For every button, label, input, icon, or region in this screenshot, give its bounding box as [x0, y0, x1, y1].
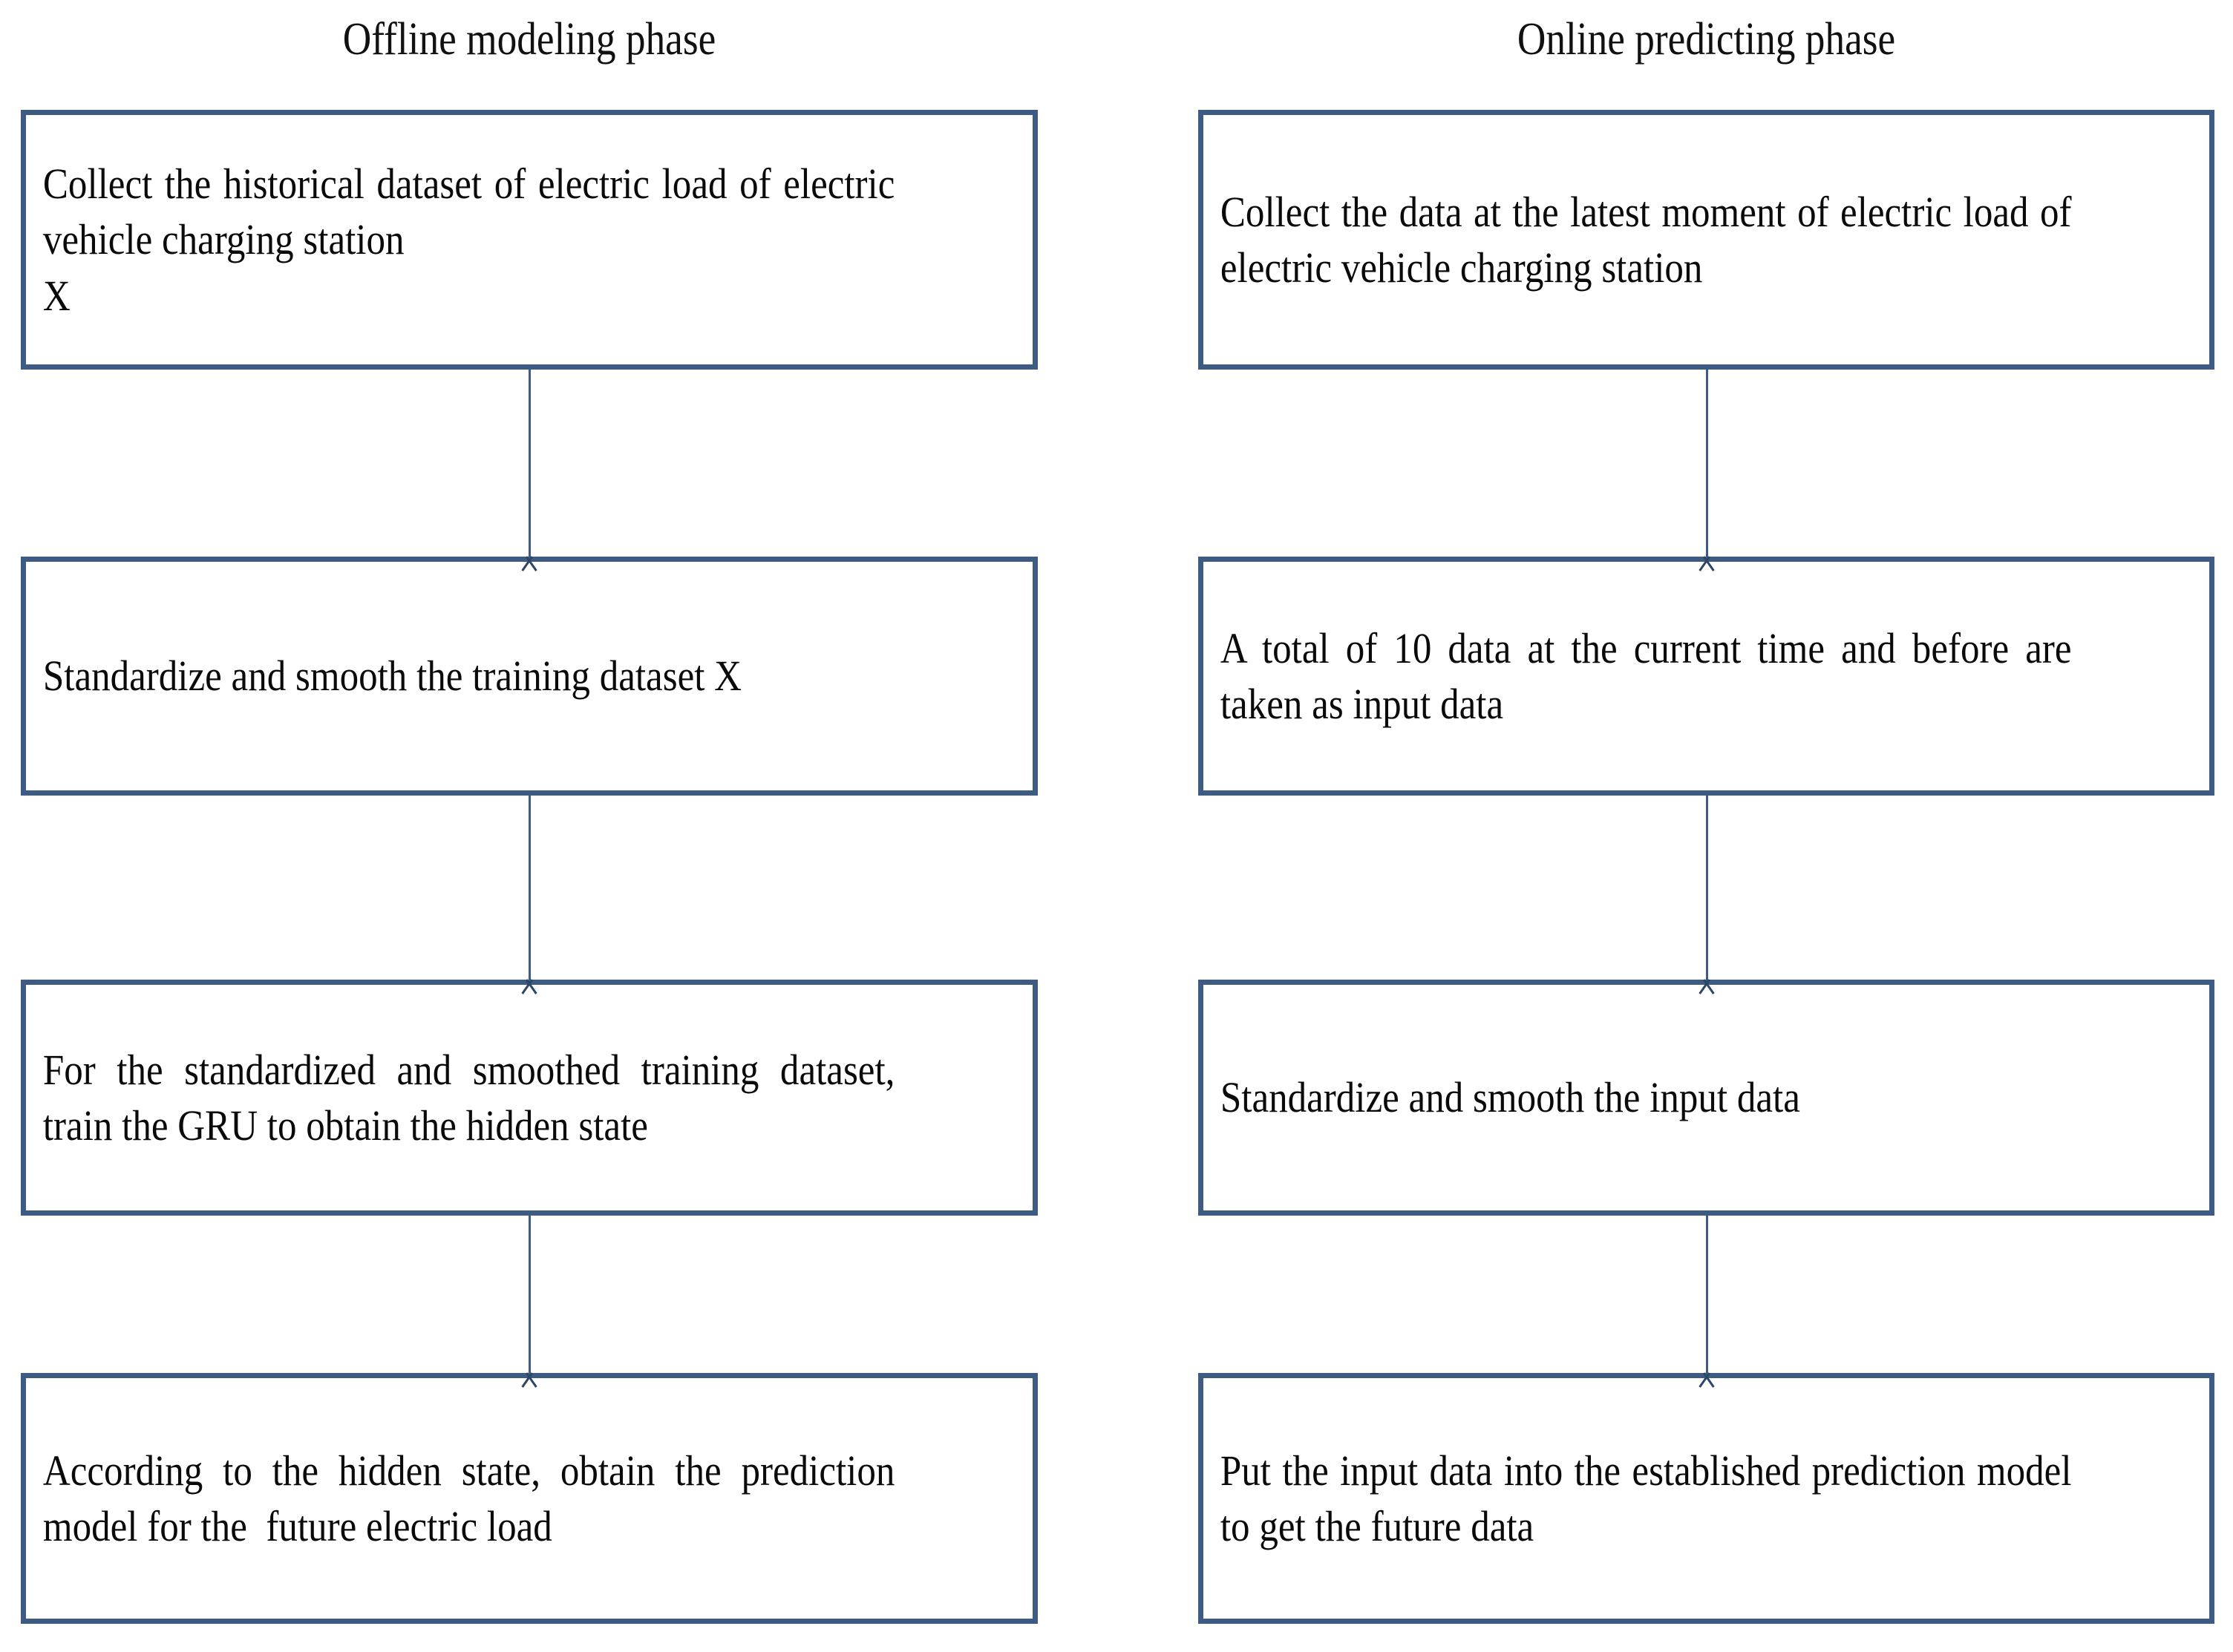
arrowhead-down-icon: [1693, 532, 1720, 557]
arrowhead-down-icon: [516, 955, 543, 980]
flow-box-offline-step-2[interactable]: Standardize and smooth the training data…: [21, 557, 1038, 796]
flow-box-text: Put the input data into the established …: [1220, 1446, 2082, 1550]
flow-box-text: A total of 10 data at the current time a…: [1220, 623, 2082, 728]
flow-box-text: Standardize and smooth the input data: [1220, 1073, 1800, 1122]
arrow-online-step-3-to-4: [1684, 1216, 1729, 1373]
column-title-offline: Offline modeling phase: [342, 14, 716, 65]
arrow-offline-step-3-to-4: [507, 1216, 552, 1373]
arrowhead-down-icon: [1693, 1348, 1720, 1374]
flow-box-offline-step-4[interactable]: According to the hidden state, obtain th…: [21, 1373, 1038, 1624]
flow-box-online-step-2[interactable]: A total of 10 data at the current time a…: [1198, 557, 2214, 796]
flow-box-text: Standardize and smooth the training data…: [42, 652, 742, 701]
flow-box-online-step-4[interactable]: Put the input data into the established …: [1198, 1373, 2214, 1624]
arrow-stem: [1706, 370, 1708, 557]
arrowhead-down-icon: [1693, 955, 1720, 980]
arrow-offline-step-2-to-3: [507, 796, 552, 980]
flow-box-text: For the standardized and smoothed traini…: [42, 1045, 905, 1150]
arrow-stem: [529, 796, 531, 980]
arrow-stem: [529, 1216, 531, 1373]
flow-box-online-step-3[interactable]: Standardize and smooth the input data: [1198, 980, 2214, 1216]
arrow-offline-step-1-to-2: [507, 370, 552, 557]
arrowhead-down-icon: [516, 1348, 543, 1374]
column-title-online: Online predicting phase: [1517, 14, 1896, 65]
arrow-online-step-2-to-3: [1684, 796, 1729, 980]
flow-box-text: According to the hidden state, obtain th…: [42, 1446, 905, 1550]
flow-box-text: Collect the historical dataset of electr…: [42, 159, 895, 320]
arrow-online-step-1-to-2: [1684, 370, 1729, 557]
flow-box-online-step-1[interactable]: Collect the data at the latest moment of…: [1198, 110, 2214, 370]
flow-box-offline-step-3[interactable]: For the standardized and smoothed traini…: [21, 980, 1038, 1216]
arrowhead-down-icon: [516, 532, 543, 557]
flow-box-text: Collect the data at the latest moment of…: [1220, 187, 2082, 292]
arrow-stem: [1706, 796, 1708, 980]
arrow-stem: [1706, 1216, 1708, 1373]
flow-box-offline-step-1[interactable]: Collect the historical dataset of electr…: [21, 110, 1038, 370]
arrow-stem: [529, 370, 531, 557]
